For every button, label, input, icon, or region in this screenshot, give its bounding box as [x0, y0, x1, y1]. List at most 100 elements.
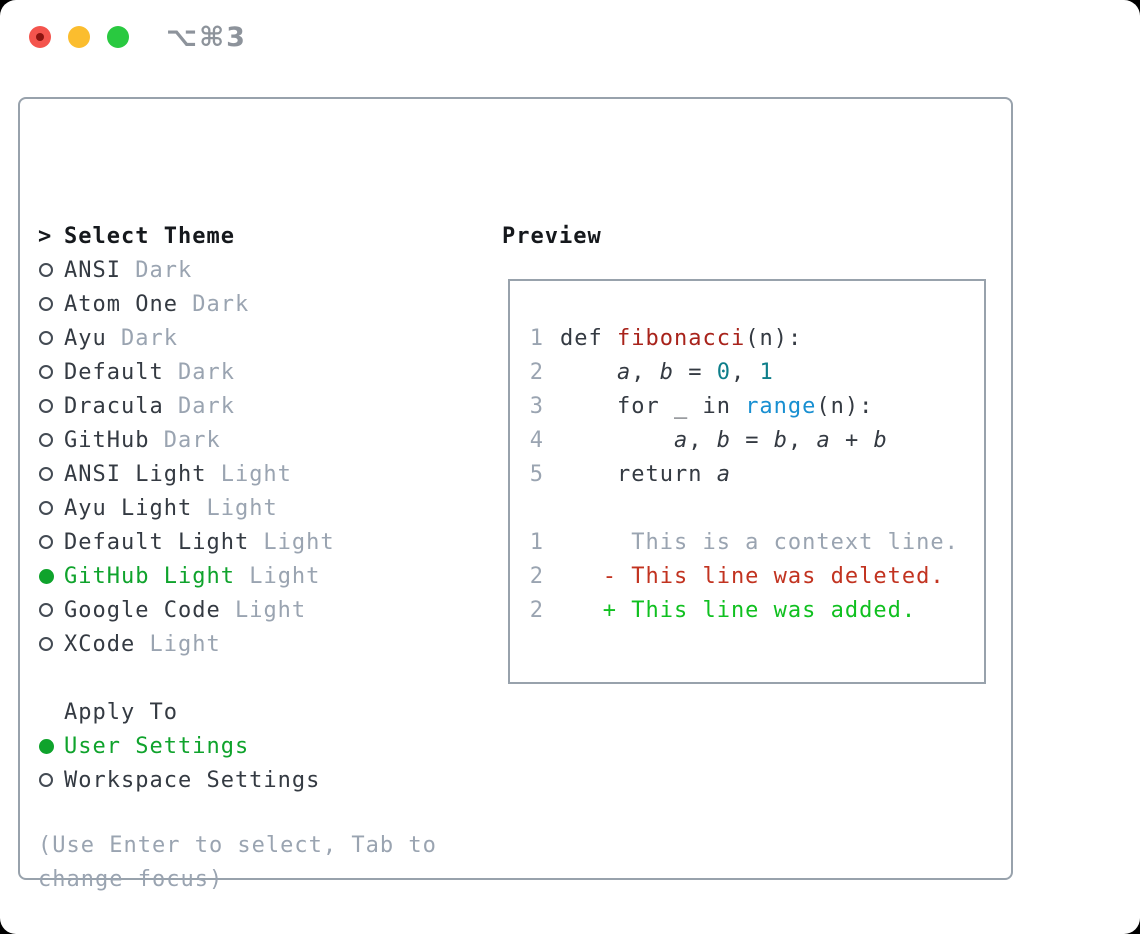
- apply-option-label: Workspace Settings: [64, 767, 321, 793]
- theme-variant-label: Dark: [163, 393, 235, 419]
- titlebar: ⌥⌘3: [0, 0, 1140, 60]
- theme-option-default-light[interactable]: Default Light Light: [38, 525, 335, 559]
- theme-option-label: Google Code: [64, 597, 221, 623]
- theme-option-ansi-light[interactable]: ANSI Light Light: [38, 457, 335, 491]
- theme-variant-label: Dark: [177, 291, 250, 317]
- radio-selected-icon: [39, 738, 54, 754]
- window-shortcut: ⌥⌘3: [166, 22, 247, 53]
- code-line: 1 This is a context line.: [510, 525, 984, 559]
- radio-marker: [38, 773, 64, 787]
- theme-option-label: GitHub: [64, 427, 150, 453]
- theme-list-header-row: > Select Theme: [38, 219, 335, 253]
- radio-icon: [39, 331, 53, 345]
- line-number: 5: [529, 461, 544, 487]
- radio-icon: [39, 603, 53, 617]
- theme-option-ansi[interactable]: ANSI Dark: [38, 253, 335, 287]
- theme-option-label: Dracula: [64, 393, 164, 419]
- radio-marker: [38, 603, 64, 617]
- radio-marker: [38, 738, 64, 754]
- radio-icon: [39, 467, 53, 481]
- theme-option-label: GitHub Light: [64, 563, 235, 589]
- theme-option-default[interactable]: Default Dark: [38, 355, 335, 389]
- code-line: 4 a, b = b, a + b: [510, 423, 984, 457]
- theme-option-label: XCode: [64, 631, 136, 657]
- theme-option-google-code[interactable]: Google Code Light: [38, 593, 335, 627]
- code-text: - This line was deleted.: [560, 563, 945, 589]
- code-text: a, b = 0, 1: [616, 359, 774, 385]
- radio-marker: [38, 637, 64, 651]
- theme-option-dracula[interactable]: Dracula Dark: [38, 389, 335, 423]
- code-text: + This line was added.: [560, 597, 917, 623]
- radio-marker: [38, 399, 64, 413]
- theme-variant-label: Light: [135, 631, 221, 657]
- radio-icon: [39, 399, 53, 413]
- theme-variant-label: Light: [192, 495, 278, 521]
- radio-selected-icon: [39, 568, 54, 584]
- code-line: 2 + This line was added.: [510, 593, 984, 627]
- radio-icon: [39, 263, 53, 277]
- apply-option-user-settings[interactable]: User Settings: [38, 729, 320, 763]
- radio-icon: [39, 773, 53, 787]
- radio-icon: [39, 501, 53, 515]
- radio-marker: [38, 535, 64, 549]
- preview-title: Preview: [502, 223, 602, 249]
- radio-marker: [38, 433, 64, 447]
- theme-variant-label: Light: [206, 461, 292, 487]
- theme-option-label: Default: [64, 359, 164, 385]
- code-line: 2 a, b = 0, 1: [510, 355, 984, 389]
- apply-to-header-row: Apply To: [38, 695, 320, 729]
- radio-icon: [39, 433, 53, 447]
- theme-variant-label: Light: [234, 563, 321, 589]
- radio-icon: [39, 637, 53, 651]
- code-text: def fibonacci(n):: [560, 325, 803, 351]
- theme-option-atom-one[interactable]: Atom One Dark: [38, 287, 335, 321]
- code-line: [510, 491, 984, 525]
- minimize-button[interactable]: [68, 26, 90, 48]
- radio-marker: [38, 297, 64, 311]
- theme-option-label: ANSI: [64, 257, 121, 283]
- close-button[interactable]: [29, 26, 51, 48]
- apply-to-title: Apply To: [64, 699, 178, 725]
- theme-list-title: Select Theme: [64, 223, 235, 249]
- theme-option-github-light[interactable]: GitHub Light Light: [38, 559, 335, 593]
- line-number: 3: [529, 393, 544, 419]
- zoom-button[interactable]: [107, 26, 129, 48]
- theme-option-ayu[interactable]: Ayu Dark: [38, 321, 335, 355]
- line-number: 4: [529, 427, 544, 453]
- apply-option-label: User Settings: [64, 733, 250, 759]
- radio-marker: [38, 568, 64, 584]
- radio-icon: [39, 297, 53, 311]
- theme-variant-label: Dark: [149, 427, 221, 453]
- theme-option-ayu-light[interactable]: Ayu Light Light: [38, 491, 335, 525]
- radio-marker: [38, 263, 64, 277]
- theme-option-xcode[interactable]: XCode Light: [38, 627, 335, 661]
- prompt-icon: >: [38, 223, 53, 249]
- code-text: for _ in range(n):: [560, 393, 874, 419]
- close-dot-icon: [36, 33, 44, 41]
- keyboard-hint: (Use Enter to select, Tab to change focu…: [38, 833, 437, 892]
- preview-header-row: Preview: [502, 219, 602, 253]
- radio-marker: [38, 365, 64, 379]
- radio-marker: [38, 331, 64, 345]
- theme-option-github[interactable]: GitHub Dark: [38, 423, 335, 457]
- line-number: 2: [529, 563, 544, 589]
- radio-icon: [39, 535, 53, 549]
- radio-marker: [38, 467, 64, 481]
- code-line: 3 for _ in range(n):: [510, 389, 984, 423]
- line-number: 1: [529, 529, 544, 555]
- theme-variant-label: Dark: [106, 325, 178, 351]
- theme-option-label: Default Light: [64, 529, 250, 555]
- radio-icon: [39, 365, 53, 379]
- apply-option-workspace-settings[interactable]: Workspace Settings: [38, 763, 320, 797]
- theme-option-label: Ayu: [64, 325, 107, 351]
- theme-option-label: ANSI Light: [64, 461, 207, 487]
- theme-option-label: Ayu Light: [64, 495, 193, 521]
- radio-marker: [38, 501, 64, 515]
- code-line: 5 return a: [510, 457, 984, 491]
